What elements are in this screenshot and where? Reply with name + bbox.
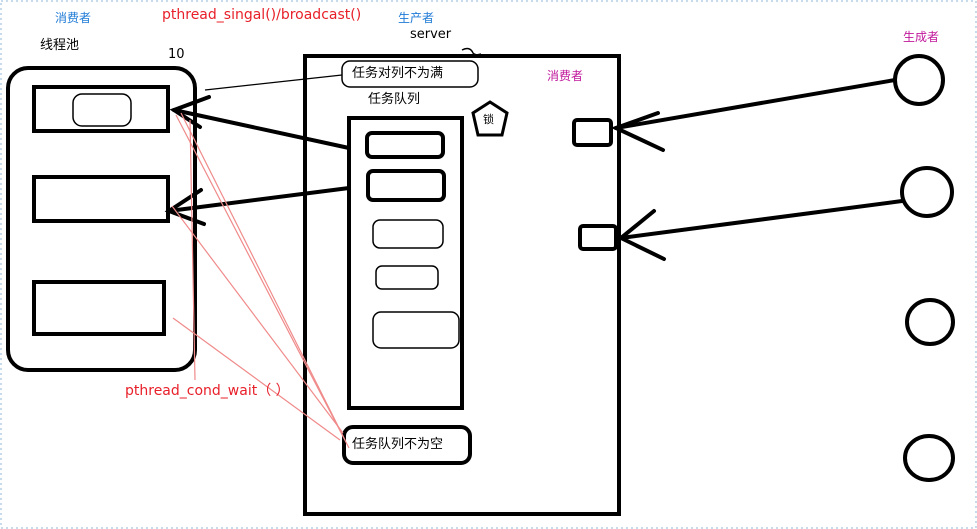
server-port-2 — [578, 224, 618, 251]
queue-not-full-text: 任务对列不为满 — [352, 66, 444, 81]
producer-to-server-arrows — [610, 78, 904, 261]
producer-label-right: 生成者 — [903, 30, 940, 44]
queue-task-4 — [375, 265, 439, 290]
lock-label: 锁 — [483, 113, 494, 126]
queue-not-full-box — [341, 60, 479, 88]
task-queue-label: 任务队列 — [368, 92, 421, 107]
server-label: server — [410, 27, 452, 42]
thread-slot-1 — [32, 85, 170, 133]
consumer-label-right: 消费者 — [547, 69, 584, 83]
queue-task-2 — [366, 169, 446, 202]
cond-wait-label: pthread_cond_wait（ ） — [125, 383, 290, 399]
queue-not-empty-box — [342, 425, 472, 465]
queue-not-full-pointer — [204, 74, 343, 91]
server-box — [303, 54, 621, 516]
server-pointer — [461, 47, 482, 56]
thread-pool-label: 线程池 — [40, 38, 80, 53]
lock-shape — [471, 100, 509, 137]
consumer-label-top: 消费者 — [55, 11, 92, 25]
queue-task-3 — [372, 219, 444, 249]
task-queue-box — [347, 116, 464, 410]
queue-not-empty-text: 任务队列不为空 — [352, 437, 444, 452]
producer-client-1 — [893, 54, 945, 106]
thread-slot-3 — [32, 280, 166, 336]
producer-client-2 — [900, 166, 954, 218]
cond-signal-lines — [171, 112, 350, 449]
thread-slot-1-task — [72, 93, 132, 127]
signal-call-label: pthread_singal()/broadcast() — [162, 7, 362, 23]
pool-size-label: 10 — [168, 47, 185, 62]
producer-label-top: 生产者 — [398, 11, 435, 25]
queue-task-1 — [365, 131, 445, 159]
producer-client-4 — [903, 434, 955, 482]
queue-task-5 — [372, 311, 460, 349]
server-port-1 — [572, 118, 613, 147]
thread-slot-2 — [32, 175, 170, 223]
producer-client-3 — [905, 298, 955, 346]
